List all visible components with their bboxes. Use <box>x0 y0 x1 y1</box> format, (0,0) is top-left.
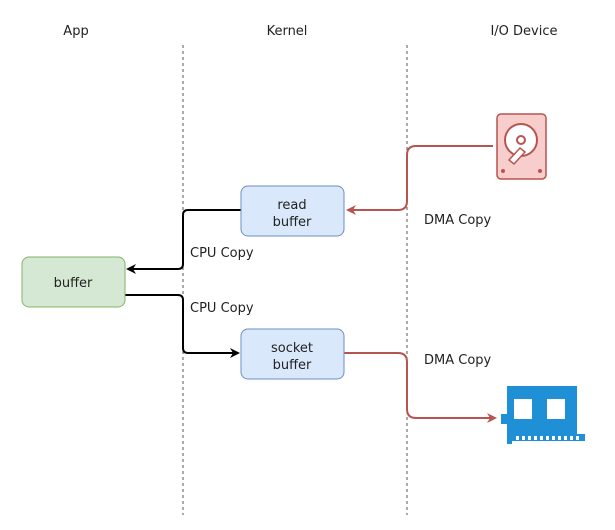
cpu-copy-write-arrow <box>125 294 240 358</box>
app-buffer-node: buffer <box>21 256 126 308</box>
edge-label-cpu-write: CPU Copy <box>190 301 254 316</box>
socket-buffer-label-line1: socket <box>271 341 313 356</box>
edge-label-dma-in: DMA Copy <box>424 213 492 228</box>
cpu-copy-read-arrow <box>126 209 241 274</box>
socket-buffer-node: socket buffer <box>240 328 345 380</box>
hard-disk-icon <box>496 113 547 180</box>
read-buffer-label-line2: buffer <box>273 215 312 230</box>
app-buffer-label: buffer <box>54 276 93 291</box>
lane-title-io: I/O Device <box>490 24 557 39</box>
read-buffer-node: read buffer <box>240 185 345 237</box>
network-card-icon <box>501 386 585 444</box>
edge-label-dma-out: DMA Copy <box>424 353 492 368</box>
lane-title-kernel: Kernel <box>267 24 308 39</box>
dma-copy-in-arrow <box>346 145 493 215</box>
socket-buffer-label-line2: buffer <box>273 358 312 373</box>
read-buffer-label-line1: read <box>277 198 306 213</box>
lane-title-app: App <box>63 24 88 39</box>
edge-label-cpu-read: CPU Copy <box>190 246 254 261</box>
dma-copy-out-arrow <box>344 352 497 423</box>
